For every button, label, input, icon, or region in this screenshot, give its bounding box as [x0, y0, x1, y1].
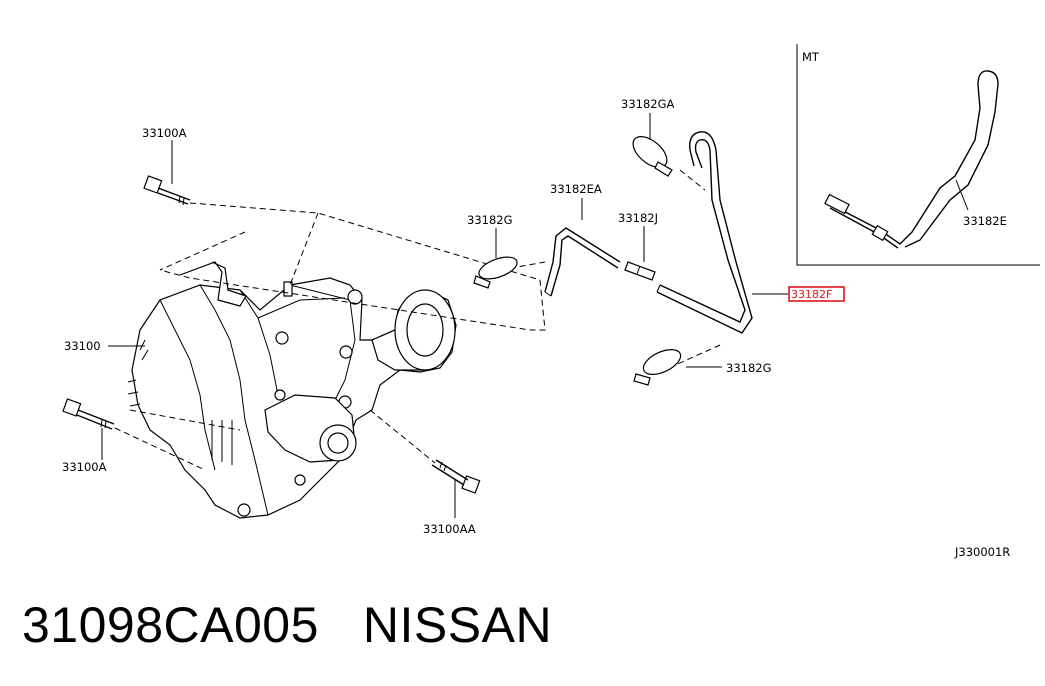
label-33182G-right: 33182G [726, 361, 772, 375]
bolt-33100A-bottom [62, 398, 115, 430]
clamp-33182G-left [473, 256, 518, 289]
label-33100: 33100 [64, 339, 101, 353]
label-33100A-bottom: 33100A [62, 460, 107, 474]
label-33182EA: 33182EA [550, 182, 602, 196]
transfer-case-assembly [127, 261, 457, 519]
mt-label: MT [802, 50, 820, 64]
drawing-code: J330001R [954, 545, 1010, 559]
brand-name: NISSAN [362, 597, 553, 653]
bolt-33100A-top [143, 175, 191, 206]
joint-33182J [624, 261, 656, 281]
bolt-33100AA [431, 459, 481, 494]
guide-lines [114, 169, 721, 471]
label-33182J: 33182J [618, 211, 658, 225]
label-33100A-top: 33100A [142, 126, 187, 140]
leader-lines [101, 113, 788, 518]
label-33182E: 33182E [963, 214, 1007, 228]
highlight-33182F[interactable]: 33182F [788, 286, 845, 302]
label-33182F: 33182F [791, 288, 832, 301]
clamp-33182GA [632, 136, 673, 177]
hose-33182EA [544, 227, 621, 297]
part-number: 31098CA005 [22, 597, 319, 653]
footer: 31098CA005 NISSAN [22, 596, 596, 654]
clamp-33182G-right [633, 349, 682, 386]
label-33182GA: 33182GA [621, 97, 674, 111]
hose-33182F [656, 131, 753, 334]
label-33100AA: 33100AA [423, 522, 476, 536]
mt-inset: MT 33182E [796, 44, 1040, 266]
label-33182G-left: 33182G [467, 213, 513, 227]
parts-diagram: MT 33182E [62, 44, 1040, 559]
